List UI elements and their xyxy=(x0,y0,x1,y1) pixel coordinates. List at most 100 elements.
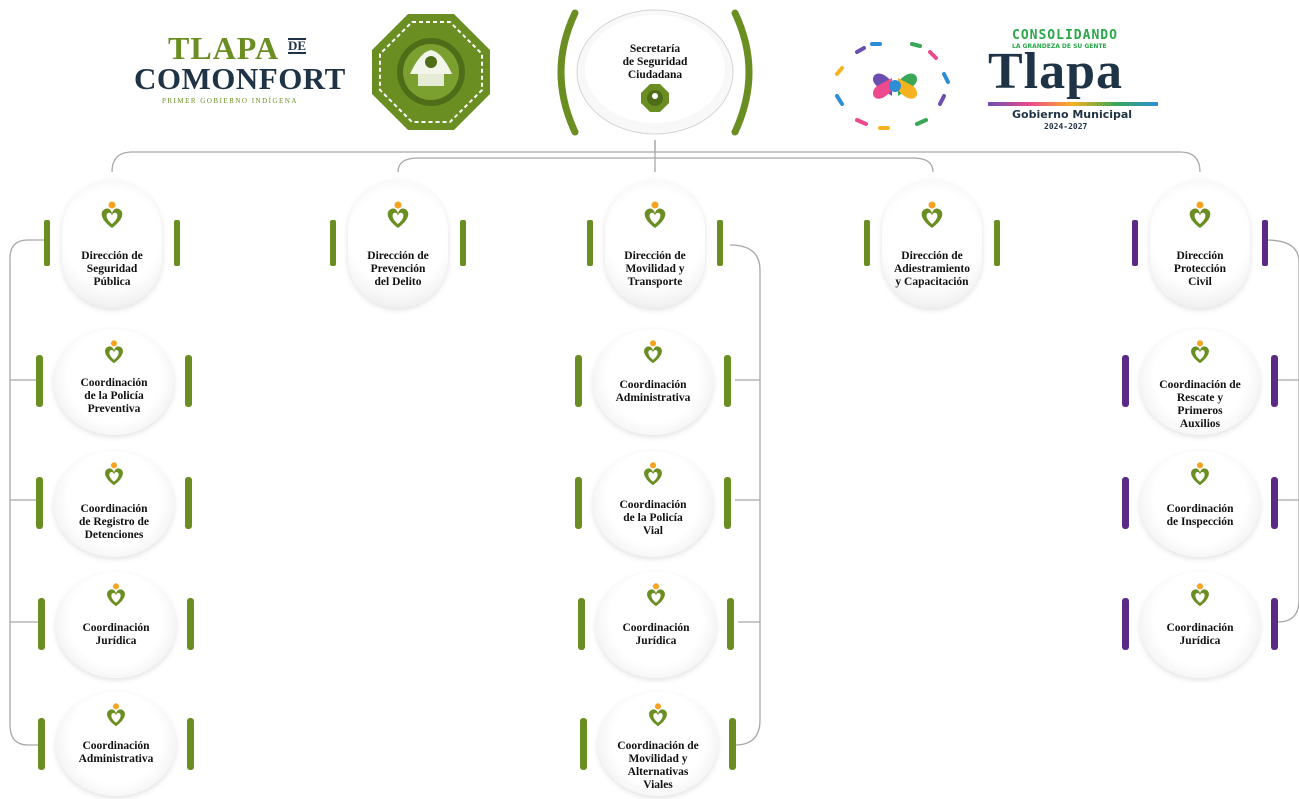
node-label: Coordinación de Rescate y Primeros Auxil… xyxy=(1159,379,1241,430)
leaf-heart-icon xyxy=(644,462,662,486)
coord-node-administrativa-mov[interactable]: Coordinación Administrativa xyxy=(573,325,733,437)
node-label: Dirección Protección Civil xyxy=(1173,250,1227,288)
bracket-left xyxy=(330,220,336,266)
node-disc xyxy=(596,572,716,678)
coord-node-movilidad-alternativas[interactable]: Coordinación de Movilidad y Alternativas… xyxy=(578,688,738,796)
bracket-left xyxy=(575,355,582,407)
logo-kicker: CONSOLIDANDO xyxy=(1012,28,1118,43)
leaf-heart-icon xyxy=(921,201,943,228)
leaf-heart-icon xyxy=(1191,583,1209,607)
node-label: Coordinación de Registro de Detenciones xyxy=(78,503,150,541)
coord-node-inspeccion[interactable]: Coordinación de Inspección xyxy=(1120,447,1280,559)
bracket-left xyxy=(587,220,593,266)
bracket-right xyxy=(187,598,194,650)
logo-tagline: PRIMER GOBIERNO INDÍGENA xyxy=(162,97,298,105)
root-frame xyxy=(557,9,753,136)
node-label: Coordinación Administrativa xyxy=(78,740,154,765)
coord-node-juridica-spf[interactable]: Coordinación Jurídica xyxy=(36,568,196,680)
municipal-seal-icon xyxy=(641,84,669,112)
bracket-left xyxy=(864,220,870,266)
bracket-left xyxy=(1122,598,1129,650)
node-label: Dirección de Movilidad y Transporte xyxy=(624,250,686,288)
bracket-left xyxy=(36,355,43,407)
coord-node-administrativa-spf[interactable]: Coordinación Administrativa xyxy=(36,688,196,796)
node-disc xyxy=(1140,329,1260,435)
node-label: Coordinación de la Policía Vial xyxy=(619,499,687,537)
node-disc xyxy=(348,180,448,308)
bracket-left xyxy=(580,718,587,770)
coord-node-registro-detenciones[interactable]: Coordinación de Registro de Detenciones xyxy=(34,447,194,559)
leaf-heart-icon xyxy=(107,583,125,607)
logo-de: DE xyxy=(288,38,307,54)
node-label: Coordinación Administrativa xyxy=(615,379,691,404)
node-label: Coordinación de la Policía Preventiva xyxy=(80,377,148,415)
coord-node-policia-vial[interactable]: Coordinación de la Policía Vial xyxy=(573,447,733,559)
logo-name: Tlapa xyxy=(988,43,1124,100)
bracket-right xyxy=(185,477,192,529)
bracket-left xyxy=(578,598,585,650)
bracket-right xyxy=(1271,477,1278,529)
direction-node-movilidad[interactable]: Dirección de Movilidad y Transporte xyxy=(585,172,725,310)
node-label: Dirección de Adiestramiento y Capacitaci… xyxy=(893,250,970,288)
bracket-right xyxy=(1271,598,1278,650)
bracket-left xyxy=(575,477,582,529)
direction-node-prevencion[interactable]: Dirección de Prevención del Delito xyxy=(328,172,468,310)
node-label: Dirección de Prevención del Delito xyxy=(367,250,429,288)
bracket-left xyxy=(1122,355,1129,407)
leaf-heart-icon xyxy=(105,462,123,486)
bracket-right xyxy=(460,220,466,266)
leaf-heart-icon xyxy=(101,201,123,228)
bracket-left xyxy=(1122,477,1129,529)
leaf-heart-icon xyxy=(105,340,123,364)
direction-node-adiestramiento[interactable]: Dirección de Adiestramiento y Capacitaci… xyxy=(862,172,1002,310)
bracket-right xyxy=(729,718,736,770)
node-disc xyxy=(54,451,174,557)
node-disc xyxy=(1140,451,1260,557)
leaf-heart-icon xyxy=(649,703,667,727)
coord-node-rescate[interactable]: Coordinación de Rescate y Primeros Auxil… xyxy=(1120,325,1280,437)
bracket-right xyxy=(174,220,180,266)
node-disc xyxy=(882,180,982,308)
node-disc xyxy=(62,180,162,308)
leaf-heart-icon xyxy=(644,201,666,228)
bracket-left xyxy=(44,220,50,266)
logo-line2: COMONFORT xyxy=(134,61,346,96)
leaf-heart-icon xyxy=(107,703,125,727)
bracket-left xyxy=(36,477,43,529)
bracket-right xyxy=(994,220,1000,266)
node-disc xyxy=(1150,180,1250,308)
node-disc xyxy=(593,329,713,435)
bracket-right xyxy=(1262,220,1268,266)
coord-node-juridica-mov[interactable]: Coordinación Jurídica xyxy=(576,568,736,680)
logo-line1: TLAPA xyxy=(168,30,280,66)
node-label: Coordinación de Movilidad y Alternativas… xyxy=(617,740,699,791)
node-label: Coordinación Jurídica xyxy=(1166,622,1234,647)
node-disc xyxy=(56,572,176,678)
logo-gov: Gobierno Municipal xyxy=(1012,108,1133,121)
leaf-heart-icon xyxy=(1189,201,1211,228)
bracket-right xyxy=(185,355,192,407)
leaf-heart-icon xyxy=(387,201,409,228)
node-disc xyxy=(593,451,713,557)
bracket-right xyxy=(187,718,194,770)
leaf-heart-icon xyxy=(1191,340,1209,364)
direction-node-proteccion-civil[interactable]: Dirección Protección Civil xyxy=(1130,172,1270,310)
root-node[interactable]: Secretaría de Seguridad Ciudadana xyxy=(555,5,755,140)
logo-years: 2024-2027 xyxy=(1044,122,1088,131)
tlapa-comonfort-logo: TLAPA DE COMONFORT PRIMER GOBIERNO INDÍG… xyxy=(130,14,500,130)
bracket-left xyxy=(1132,220,1138,266)
node-label: Coordinación de Inspección xyxy=(1166,503,1234,528)
municipal-seal-icon xyxy=(372,14,490,130)
bracket-left xyxy=(38,718,45,770)
tlapa-gobierno-logo: CONSOLIDANDO LA GRANDEZA DE SU GENTE Tla… xyxy=(822,28,1162,138)
logo-rainbow-bar xyxy=(988,102,1158,106)
node-disc xyxy=(1140,572,1260,678)
node-label: Dirección de Seguridad Pública xyxy=(81,250,143,288)
coord-node-policia-preventiva[interactable]: Coordinación de la Policía Preventiva xyxy=(34,325,194,437)
bracket-right xyxy=(717,220,723,266)
coord-node-juridica-pc[interactable]: Coordinación Jurídica xyxy=(1120,568,1280,680)
bracket-left xyxy=(38,598,45,650)
direction-node-seguridad[interactable]: Dirección de Seguridad Pública xyxy=(42,172,182,310)
leaf-heart-icon xyxy=(644,340,662,364)
